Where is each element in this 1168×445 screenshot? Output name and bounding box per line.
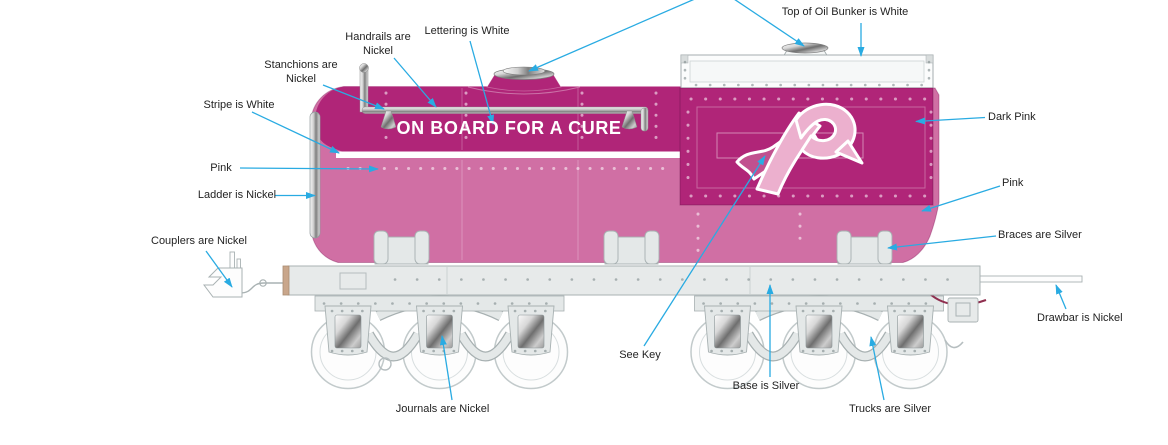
label-dark-pink: Dark Pink [988, 111, 1036, 123]
label-stanchions: Stanchions are Nickel [264, 59, 338, 85]
label-lettering: Lettering is White [424, 25, 510, 37]
left-truck [312, 296, 568, 389]
callout-dark-pink [915, 116, 986, 125]
callout-cutoff-left [528, 0, 695, 72]
tank-upper-dark-pink [314, 86, 681, 152]
callout-journals [439, 335, 453, 401]
callout-lettering [469, 40, 494, 125]
label-couplers: Couplers are Nickel [151, 235, 247, 247]
callout-braces [887, 235, 997, 251]
callout-trucks [869, 336, 885, 401]
callout-drawbar [1055, 284, 1067, 310]
bunker-hatch [781, 42, 829, 54]
label-pink-left: Pink [210, 162, 232, 174]
label-see-key: See Key [619, 349, 661, 361]
label-pink-right: Pink [1002, 177, 1024, 189]
label-drawbar: Drawbar is Nickel [1037, 312, 1123, 324]
stanchion [621, 110, 638, 130]
right-truck [691, 296, 947, 389]
stanchion [380, 110, 397, 130]
label-braces: Braces are Silver [998, 229, 1082, 241]
frame-base [282, 265, 987, 323]
label-trucks: Trucks are Silver [848, 403, 932, 415]
handrail [359, 63, 649, 132]
brake-hook [378, 357, 392, 371]
white-stripe [336, 151, 681, 158]
callout-cutoff-right [734, 0, 805, 47]
tank-slogan: ON BOARD FOR A CURE [396, 118, 622, 138]
callout-see-key [643, 155, 766, 347]
label-ladder: Ladder is Nickel [197, 189, 277, 201]
coupler [203, 251, 290, 298]
callout-couplers [205, 250, 233, 288]
callout-handrails [393, 57, 437, 108]
ladder [309, 111, 321, 239]
label-handrails: Handrails are Nickel [345, 31, 411, 57]
callout-stripe [251, 111, 340, 154]
label-stripe: Stripe is White [203, 99, 275, 111]
callout-stanchions [322, 84, 385, 110]
callout-pink-left [239, 165, 379, 173]
brake-hook-right [944, 339, 964, 349]
label-base: Base is Silver [732, 380, 800, 392]
drawbar [977, 275, 1083, 283]
oil-bunker [679, 42, 934, 206]
callout-pink-right [921, 185, 1001, 212]
label-bunker-top: Top of Oil Bunker is White [781, 6, 909, 18]
label-journals: Journals are Nickel [395, 403, 490, 415]
callout-lines [205, 0, 1067, 401]
